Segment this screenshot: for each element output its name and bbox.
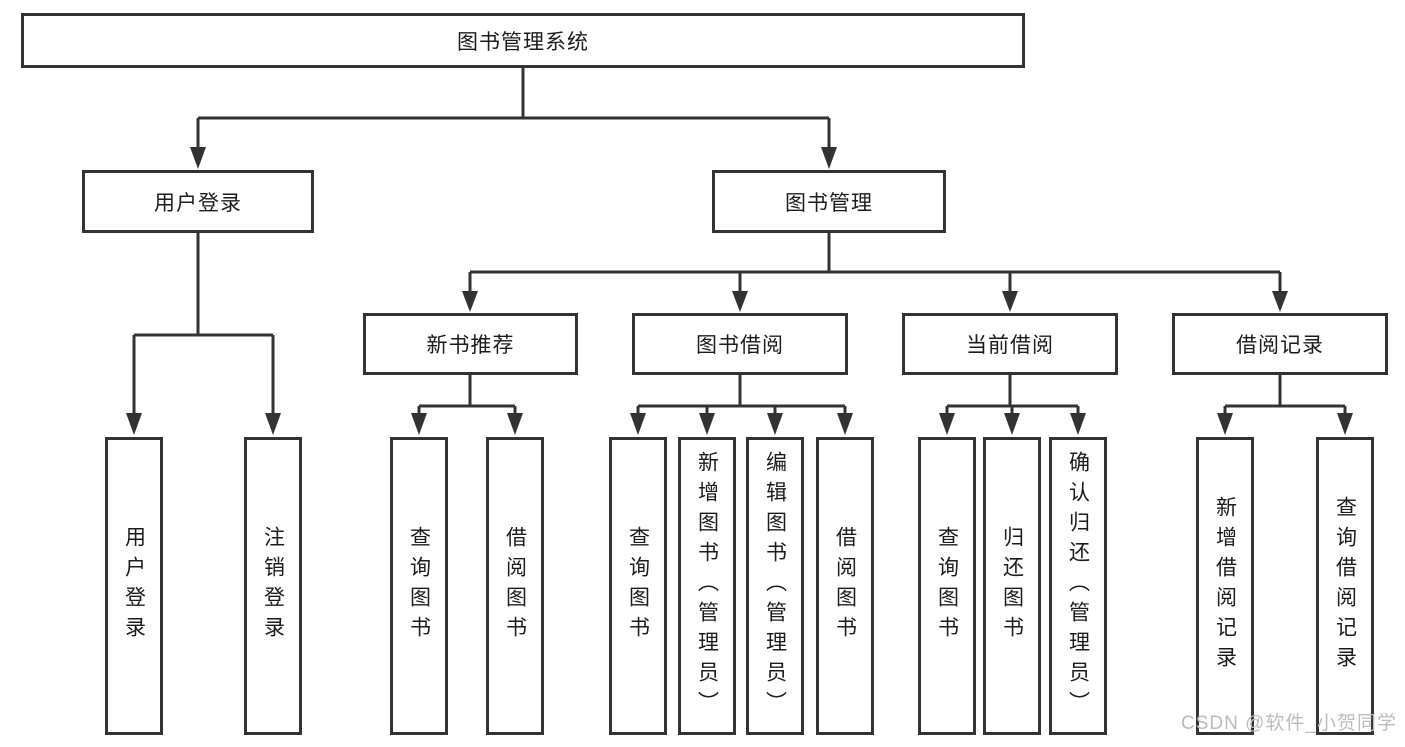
leaf-logout: 注销登录 [244,437,302,735]
leaf-query-books-borrow: 查询图书 [609,437,667,735]
node-root: 图书管理系统 [21,13,1025,68]
leaf-borrow-books: 借阅图书 [816,437,874,735]
node-new-book-recommendation: 新书推荐 [363,313,578,375]
leaf-label: 借阅图书 [833,526,857,646]
leaf-label: 编辑图书（管理员） [763,451,787,721]
leaf-label: 查询图书 [407,526,431,646]
leaf-label: 注销登录 [261,526,285,646]
leaf-query-borrow-record: 查询借阅记录 [1316,437,1374,735]
leaf-query-books-recommend: 查询图书 [390,437,448,735]
leaf-borrow-books-recommend: 借阅图书 [486,437,544,735]
leaf-edit-book-admin: 编辑图书（管理员） [746,437,804,735]
leaf-label: 归还图书 [1000,526,1024,646]
leaf-label: 新增借阅记录 [1213,496,1237,676]
node-current-borrowing: 当前借阅 [902,313,1118,375]
leaf-label: 确认归还（管理员） [1066,451,1090,721]
leaf-add-borrow-record: 新增借阅记录 [1196,437,1254,735]
leaf-user-login: 用户登录 [105,437,163,735]
leaf-label: 查询图书 [935,526,959,646]
leaf-label: 查询借阅记录 [1333,496,1357,676]
node-borrowing-records: 借阅记录 [1172,313,1388,375]
node-user-login: 用户登录 [82,170,314,233]
leaf-label: 查询图书 [626,526,650,646]
leaf-label: 用户登录 [122,526,146,646]
leaf-label: 借阅图书 [503,526,527,646]
leaf-label: 新增图书（管理员） [695,451,719,721]
leaf-return-book: 归还图书 [983,437,1041,735]
watermark: CSDN @软件_小贺同学 [1181,713,1397,734]
leaf-query-books-current: 查询图书 [918,437,976,735]
node-book-management: 图书管理 [712,170,946,233]
leaf-confirm-return-admin: 确认归还（管理员） [1049,437,1107,735]
leaf-add-book-admin: 新增图书（管理员） [678,437,736,735]
node-book-borrowing: 图书借阅 [632,313,848,375]
